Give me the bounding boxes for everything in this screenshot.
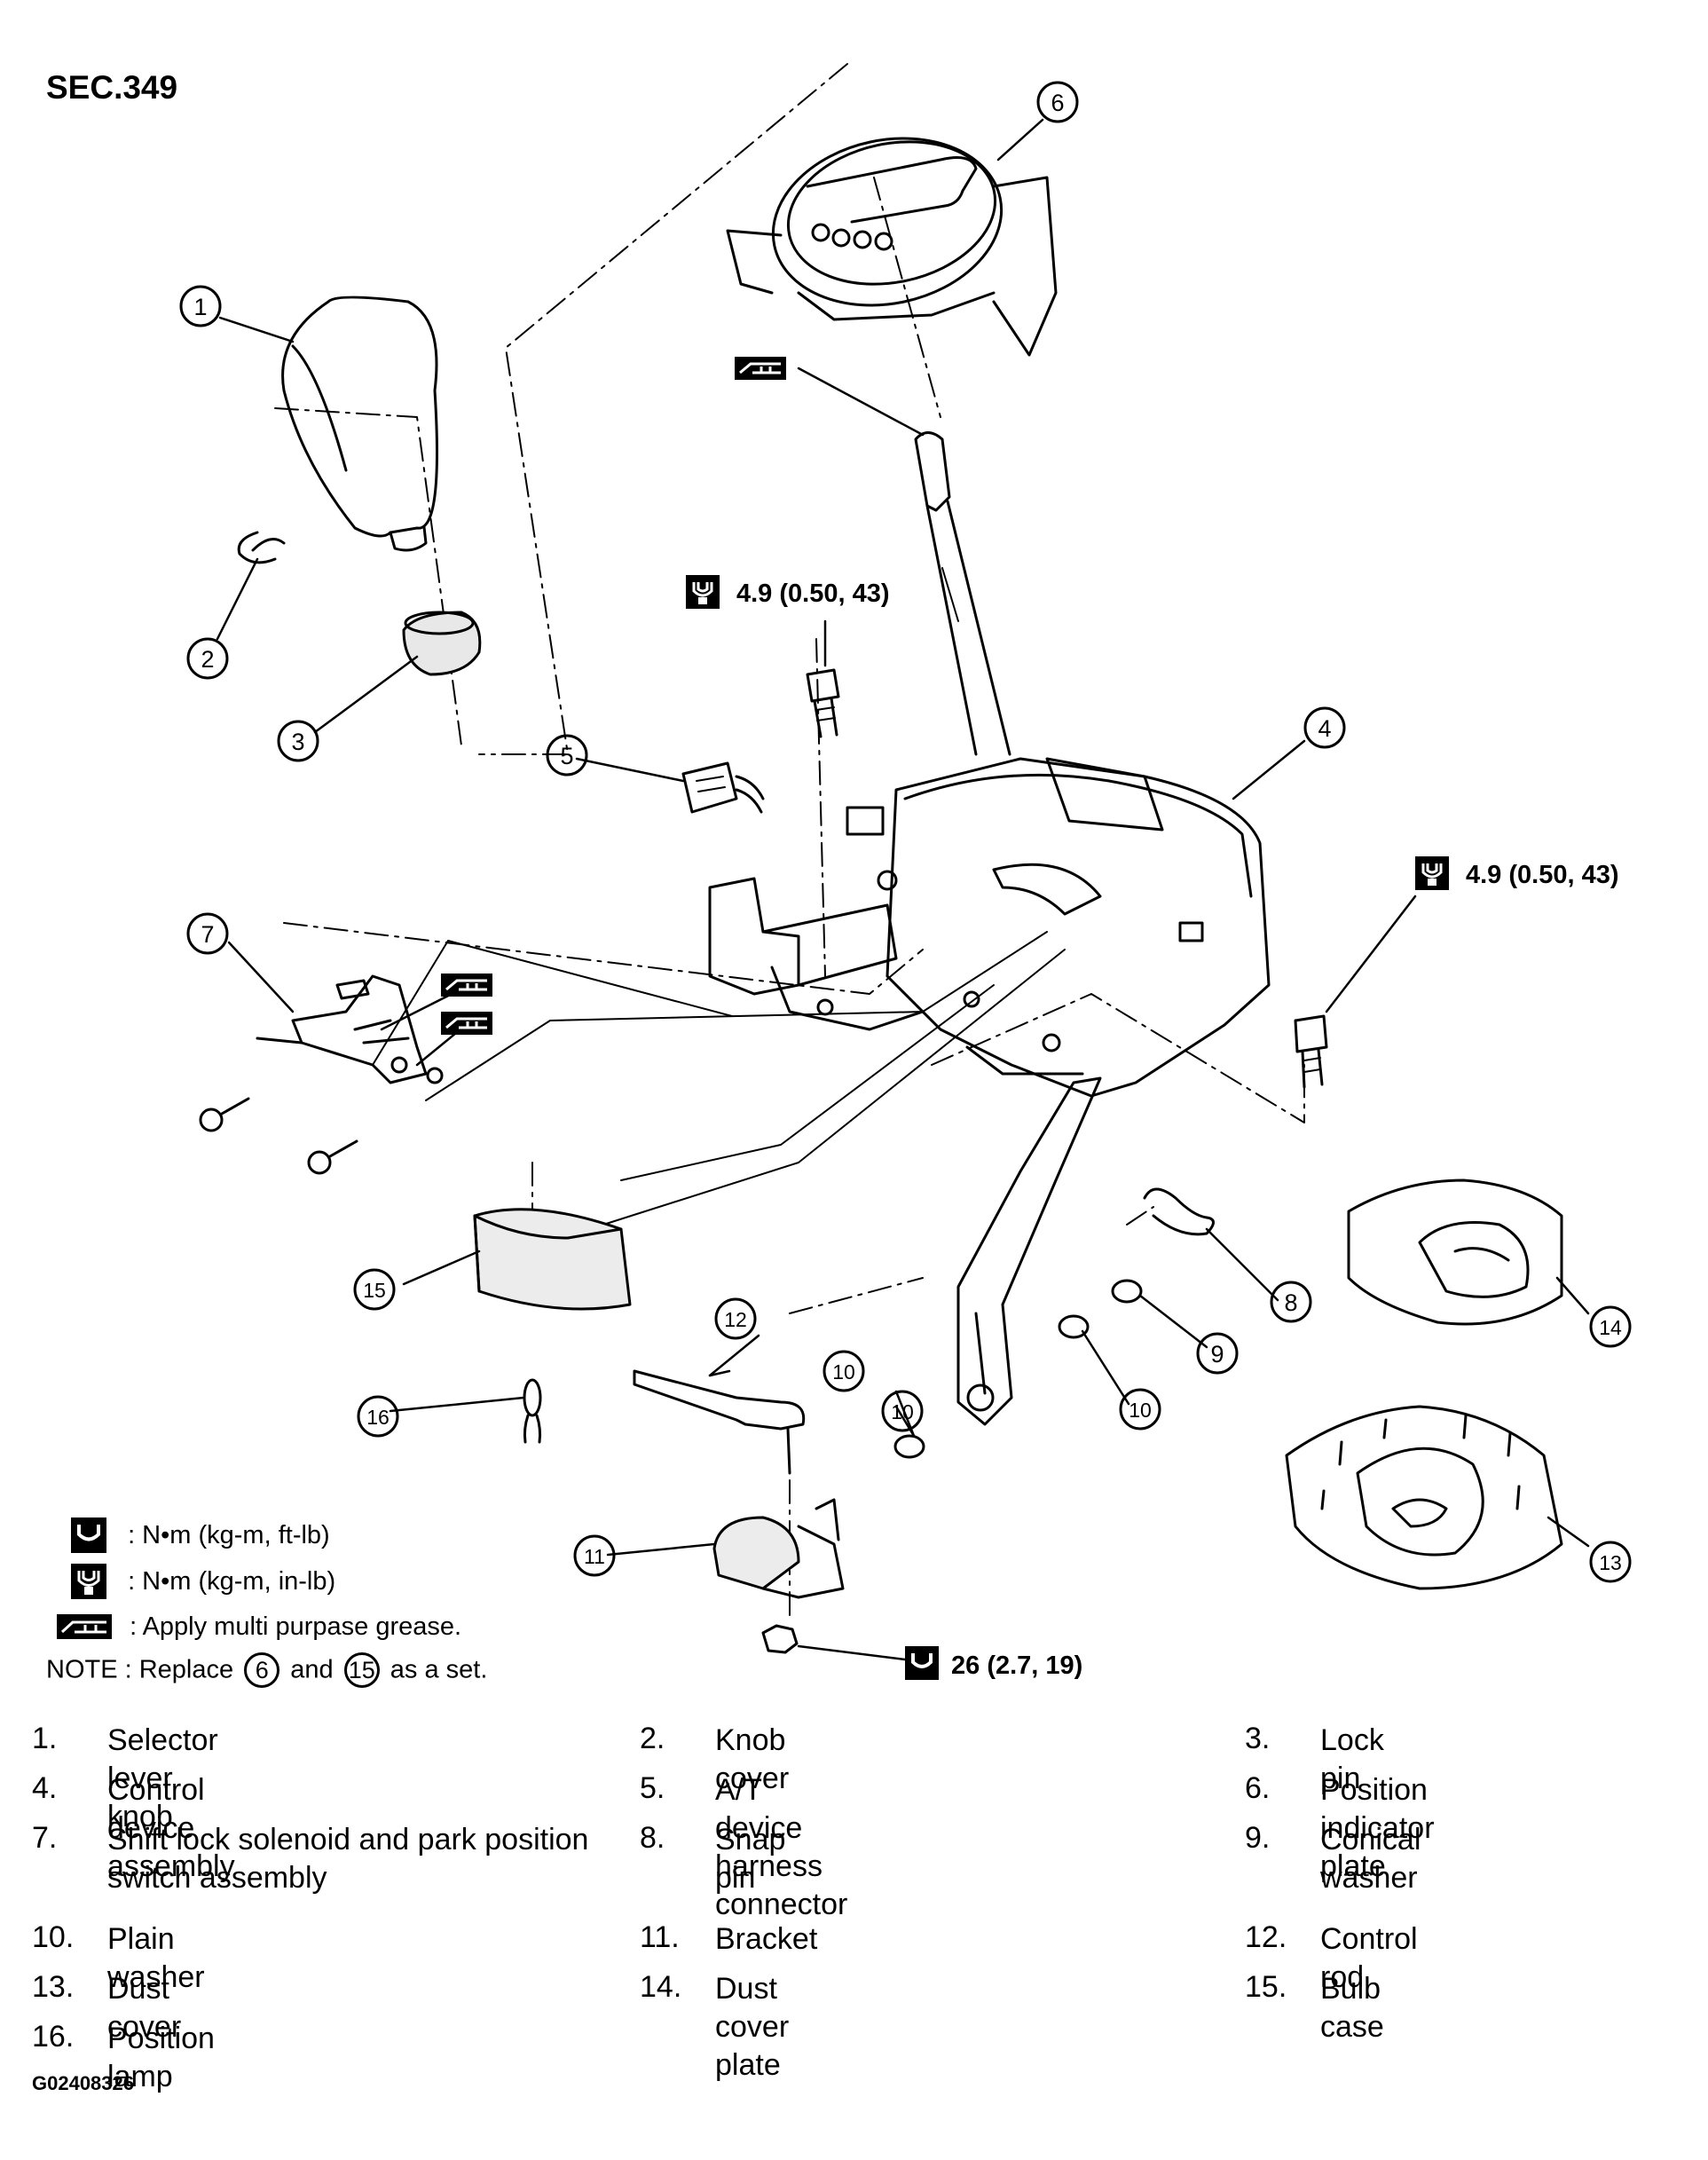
nut <box>761 1624 799 1654</box>
legend-ft-lb: : N•m (kg-m, ft-lb) <box>46 1518 330 1553</box>
callout-16: 16 <box>366 1406 390 1429</box>
legend-in-lb-text: : N•m (kg-m, in-lb) <box>128 1566 336 1596</box>
torque-wrench-ft-lb-icon <box>905 1646 939 1680</box>
bracket <box>712 1498 845 1599</box>
legend-note: NOTE : Replace 6 and 15 as a set. <box>46 1652 487 1688</box>
control-arm <box>956 1076 1102 1426</box>
torque-spec-nut: 26 (2.7, 19) <box>905 1646 1082 1680</box>
selector-lever-knob <box>281 296 438 552</box>
grease-icon <box>57 1614 112 1640</box>
bolt-top <box>806 668 840 738</box>
callout-7: 7 <box>201 921 214 948</box>
callout-11: 11 <box>584 1545 605 1568</box>
section-label: SEC.349 <box>46 69 178 106</box>
harness-connector <box>681 761 765 814</box>
callout-1: 1 <box>193 294 207 320</box>
dust-cover-plate <box>1347 1179 1563 1326</box>
torque-text: 4.9 (0.50, 43) <box>1466 861 1619 889</box>
torque-wrench-in-lb-icon <box>1415 856 1449 890</box>
position-indicator-plate <box>726 137 1058 357</box>
control-rod <box>633 1369 806 1475</box>
grease-icon <box>735 357 786 380</box>
callout-6: 6 <box>1051 90 1064 116</box>
callout-12: 12 <box>724 1308 747 1331</box>
shift-lock-solenoid <box>256 974 444 1084</box>
callout-14: 14 <box>1599 1316 1622 1339</box>
callout-8: 8 <box>1284 1289 1297 1316</box>
legend-in-lb: : N•m (kg-m, in-lb) <box>46 1564 335 1599</box>
note-prefix: NOTE : <box>46 1655 132 1684</box>
screws <box>199 1097 358 1175</box>
callout-labels: 1 2 3 4 5 6 7 8 9 10 10 10 11 12 13 14 1… <box>193 90 1622 1574</box>
torque-text: 26 (2.7, 19) <box>951 1652 1082 1680</box>
note-and: and <box>290 1655 334 1684</box>
dust-cover <box>1285 1405 1563 1590</box>
callout-9: 9 <box>1210 1341 1224 1368</box>
callouts <box>179 81 1632 1583</box>
reference-lines <box>274 63 1305 1616</box>
callout-2: 2 <box>201 646 214 673</box>
control-device-assembly <box>708 757 1271 1098</box>
figure-id: G02408326 <box>32 2072 134 2094</box>
callout-3: 3 <box>291 729 304 755</box>
knob-cover <box>402 611 482 676</box>
selector-lever-shaft <box>914 431 1011 756</box>
lock-pin <box>237 531 286 564</box>
bolt-right <box>1294 1014 1328 1089</box>
plain-washer <box>893 1434 925 1459</box>
callout-13: 13 <box>1599 1551 1622 1574</box>
callout-5: 5 <box>560 743 573 769</box>
plain-washer <box>1058 1314 1090 1339</box>
callout-10: 10 <box>891 1400 914 1423</box>
legend-ft-lb-text: : N•m (kg-m, ft-lb) <box>128 1520 330 1549</box>
leader-lines <box>216 118 1590 1661</box>
torque-spec-right: 4.9 (0.50, 43) <box>1415 856 1619 890</box>
conical-washer <box>1111 1279 1143 1304</box>
torque-wrench-ft-lb-icon <box>71 1518 106 1553</box>
grease-icon <box>441 974 492 997</box>
callout-15: 15 <box>363 1279 386 1302</box>
torque-text: 4.9 (0.50, 43) <box>736 579 890 608</box>
note-part-a: 6 <box>244 1652 280 1688</box>
torque-wrench-in-lb-icon <box>686 575 720 609</box>
note-replace: Replace <box>138 1655 234 1684</box>
torque-spec-top: 4.9 (0.50, 43) <box>686 575 890 609</box>
callout-10: 10 <box>832 1360 855 1384</box>
note-suffix: as a set. <box>390 1655 488 1684</box>
legend-grease-text: : Apply multi purpase grease. <box>130 1612 462 1641</box>
position-lamp <box>523 1378 542 1444</box>
grease-icon <box>441 1012 492 1035</box>
callout-4: 4 <box>1318 715 1331 742</box>
legend-grease: : Apply multi purpase grease. <box>46 1612 461 1642</box>
snap-pin <box>1143 1187 1215 1236</box>
grease-icons <box>441 357 786 1035</box>
bulb-case <box>473 1208 632 1311</box>
note-part-b: 15 <box>343 1652 380 1688</box>
callout-10: 10 <box>1129 1399 1152 1422</box>
torque-wrench-in-lb-icon <box>71 1564 106 1599</box>
